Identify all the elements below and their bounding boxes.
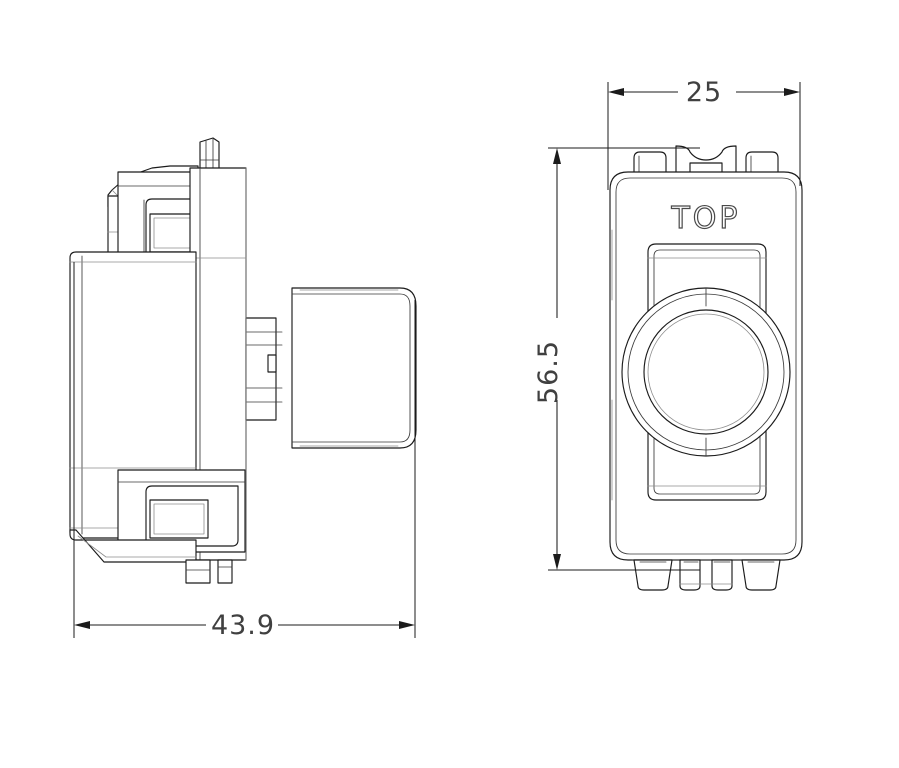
side-view-top-clip [199, 137, 220, 173]
side-view-lower-window [149, 499, 209, 539]
dimension-label-25: 25 [686, 77, 722, 108]
dimension-depth-43-9: 43.9 [73, 262, 416, 641]
side-view-shaft [245, 317, 283, 421]
front-view-knob-inner-ring [643, 309, 769, 435]
dimension-label-43-9: 43.9 [211, 610, 275, 641]
side-view-housing [69, 251, 197, 539]
arrow-left-25 [608, 88, 624, 96]
arrow-right-25 [784, 88, 800, 96]
front-view-bottom-legs [631, 559, 781, 591]
side-view-knob [291, 287, 417, 449]
arrow-left-43-9 [74, 621, 90, 629]
front-view-knob [621, 287, 791, 457]
side-view-bottom-skirt [69, 529, 197, 563]
front-view-knob-outer-ring [621, 287, 791, 457]
side-view-bottom-pins [185, 559, 233, 584]
dimension-width-25: 25 [607, 77, 801, 190]
arrow-right-43-9 [399, 621, 415, 629]
front-view-group: TOP [609, 145, 803, 591]
arrow-bottom-56-5 [553, 554, 561, 570]
front-view-top-label: TOP [670, 201, 740, 236]
dimension-height-56-5: 56.5 [533, 147, 700, 571]
front-view-knob-face [647, 313, 765, 431]
dimension-label-56-5: 56.5 [533, 340, 564, 404]
side-view-group [69, 137, 417, 584]
side-view-lower-window-frame [117, 469, 246, 553]
arrow-top-56-5 [553, 148, 561, 164]
